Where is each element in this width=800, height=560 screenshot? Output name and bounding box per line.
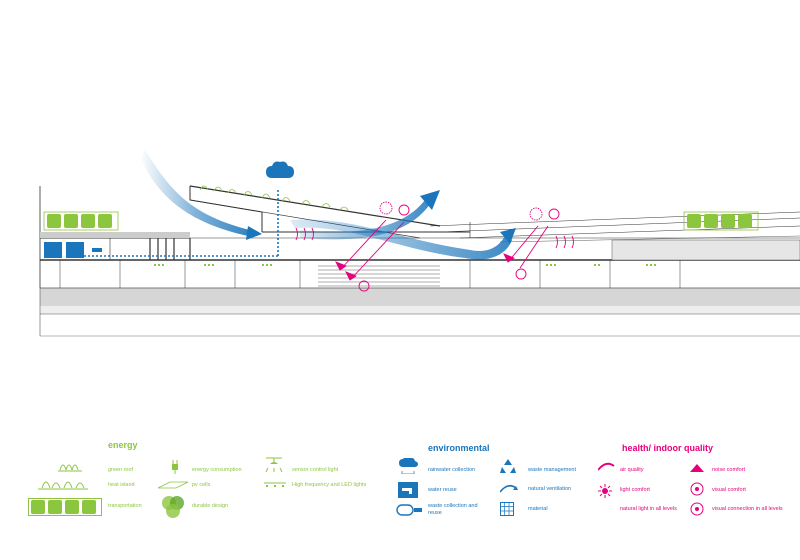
legend-environmental-ventilation: natural ventilation [528, 486, 572, 492]
legend-environmental-waste-management: waste management [528, 467, 576, 473]
wind-icon [500, 484, 518, 493]
led-lights-icon [264, 482, 286, 487]
building-section-drawing [39, 150, 800, 337]
legend-health-visual-connection: visual connection in all levels [712, 506, 783, 512]
material-grid-icon [500, 502, 514, 516]
legend-health-noise-comfort: noise comfort [712, 467, 746, 473]
eye-icon [690, 482, 704, 496]
green-roof-plants [199, 185, 349, 211]
legend-health-light-comfort: light comfort [620, 487, 650, 493]
legend-energy-durable-design: durable design [192, 503, 229, 509]
air-swirl-icon [598, 462, 615, 471]
legend-energy-consumption: energy consumption [192, 467, 242, 473]
durable-design-icon [162, 496, 184, 518]
health-indicators [295, 201, 574, 292]
ear-icon [690, 464, 704, 472]
legend-energy-title: energy [108, 440, 138, 450]
rain-cloud-icon [399, 458, 418, 474]
green-roof-icon [58, 464, 82, 472]
faucet-icon [398, 482, 418, 498]
transport-icons [28, 498, 102, 516]
ground-slab [39, 287, 800, 337]
section-water-icons [44, 242, 102, 258]
section-transport-icons-right [683, 211, 759, 231]
plug-icon [172, 460, 178, 474]
section-transport-icons-left [43, 211, 119, 231]
legend-environmental-water-reuse: water reuse [428, 487, 457, 493]
legend-energy-heat-island: heat island [108, 482, 135, 488]
sensor-light-icon [265, 457, 283, 473]
legend-energy-sensor-light: sensor control light [292, 467, 339, 473]
legend-environmental-waste-collection: waste collection and reuse [428, 503, 478, 516]
waste-collection-icon [396, 504, 422, 516]
legend-energy-green-roof: green roof [108, 467, 134, 473]
pv-cells-icon [158, 481, 188, 489]
rainwater-pipe [80, 161, 294, 257]
section-led-lights [154, 264, 656, 266]
sun-icon [598, 484, 612, 498]
legend-health-title: health/ indoor quality [622, 443, 714, 453]
legend-health: health/ indoor quality air quality light… [590, 440, 800, 560]
heat-island-icon [38, 481, 88, 490]
legend-energy-pv-cells: pv cells [192, 482, 211, 488]
eye-icon [690, 502, 704, 516]
legend-health-air-quality: air quality [620, 467, 644, 473]
legend-environmental-material: material [528, 506, 548, 512]
legend-energy-transportation: transportation [108, 503, 142, 509]
legend-health-visual-comfort: visual comfort [712, 487, 746, 493]
legend-health-natural-light: natural light in all levels [620, 506, 677, 512]
recycle-icon [500, 459, 516, 473]
legend-energy-led-lights: High frequency and LED lights [292, 482, 367, 488]
legend-energy: energy green roof heat island transporta… [0, 440, 390, 560]
legend-environmental-rainwater: rainwater collection [428, 467, 476, 473]
legend-environmental-title: environmental [428, 443, 490, 453]
legend-environmental: environmental rainwater collection water… [390, 440, 600, 560]
